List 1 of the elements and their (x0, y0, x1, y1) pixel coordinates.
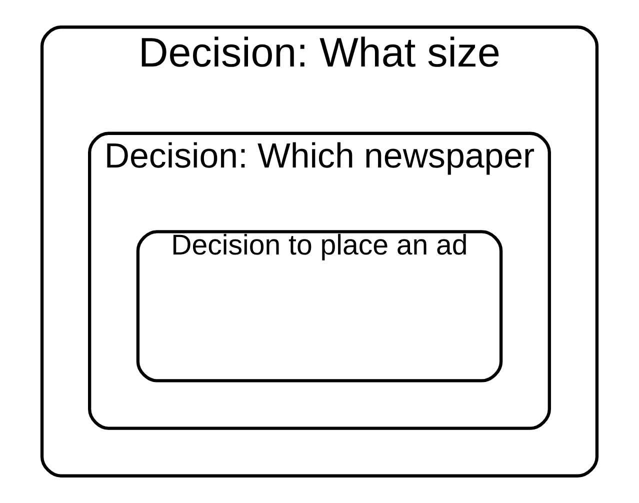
node-box: Decision to place an ad (136, 230, 503, 382)
